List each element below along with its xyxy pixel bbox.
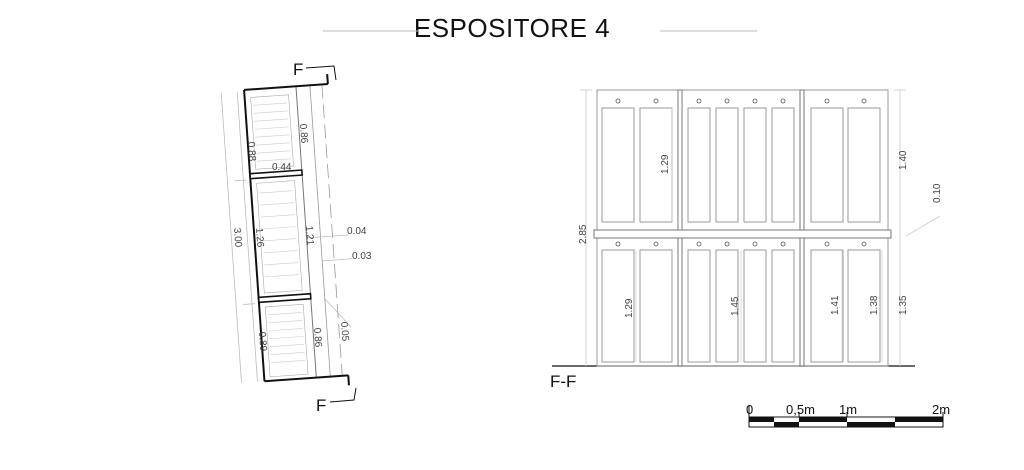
plan-dim-1.21: 1.21: [303, 225, 315, 246]
elev-dim-1.40: 1.40: [898, 150, 909, 170]
plan-dim-0.86-bottom: 0.86: [311, 327, 323, 348]
plan-dim-0.44: 0.44: [272, 162, 292, 173]
plan-panel-hatch: [250, 94, 309, 378]
plan-dim-0.89: 0.89: [256, 331, 268, 352]
elev-dim-1.38: 1.38: [869, 295, 880, 315]
plan-dim-0.03: 0.03: [352, 251, 372, 262]
plan-back-wall: [243, 89, 266, 382]
plan-dim-3.00: 3.00: [231, 227, 243, 248]
plan-dim-line-outer: [220, 93, 242, 383]
plan-section-mark-top: F: [293, 60, 303, 79]
scale-bar: [748, 406, 944, 428]
elevation-view: [552, 89, 941, 367]
elev-dim-0.10: 0.10: [932, 183, 943, 203]
plan-dim-1.26: 1.26: [253, 227, 265, 248]
plan-dim-0.04: 0.04: [347, 226, 367, 237]
plan-dim-0.88: 0.88: [245, 141, 257, 162]
elevation-hooks: [615, 98, 867, 247]
elev-dim-1.45: 1.45: [730, 296, 741, 316]
elevation-upper-panels: [601, 107, 881, 223]
scale-label-0-5m: 0,5m: [786, 402, 815, 417]
plan-shelf-bottom: [257, 292, 312, 304]
elev-dim-1.29-bottom: 1.29: [624, 298, 635, 318]
plan-dim-0.86-top: 0.86: [297, 123, 309, 144]
elevation-shelf-band: [593, 229, 892, 239]
scale-label-1m: 1m: [839, 402, 857, 417]
scale-label-0: 0: [746, 402, 753, 417]
elev-dim-1.41: 1.41: [830, 295, 841, 315]
plan-section-mark-bottom: F: [316, 396, 326, 415]
plan-shelf-top: [249, 169, 304, 180]
plan-section-bracket-bottom: [329, 387, 357, 403]
elevation-section-label: F-F: [550, 372, 576, 391]
plan-dim-line-inner: [236, 92, 258, 382]
plan-dim-0.05: 0.05: [338, 321, 350, 342]
elev-dim-1.29-top: 1.29: [660, 154, 671, 174]
scale-label-2m: 2m: [932, 402, 950, 417]
elevation-lower-panels: [601, 249, 881, 363]
elev-dim-1.35: 1.35: [898, 295, 909, 315]
plan-view: [220, 74, 353, 386]
plan-section-bracket-top: [305, 65, 337, 81]
plan-front-face: [295, 86, 317, 378]
elev-dim-2.85: 2.85: [578, 224, 589, 244]
drawing-title: ESPOSITORE 4: [413, 13, 611, 43]
